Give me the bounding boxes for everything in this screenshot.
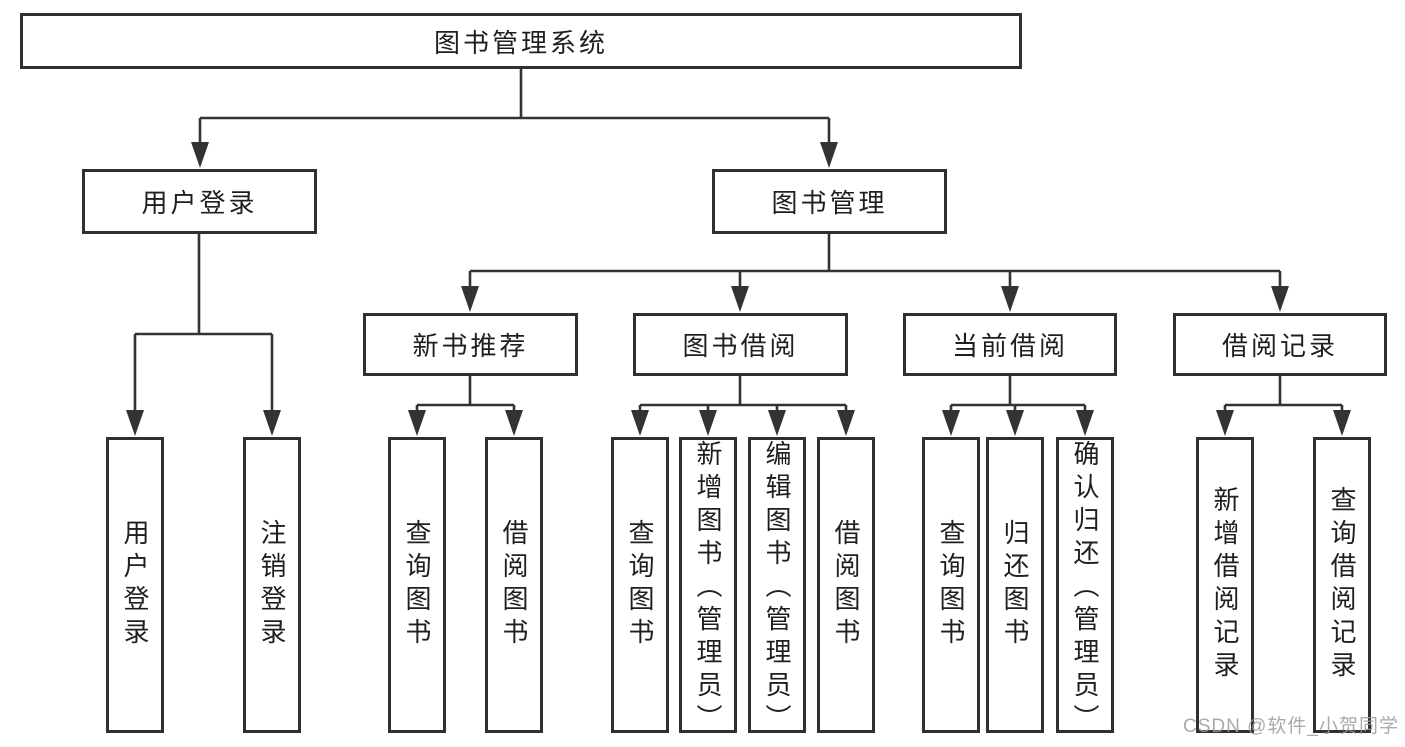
leaf-query-books-recommend-label: 查询图书 — [402, 519, 432, 651]
node-book-borrowing: 图书借阅 — [633, 313, 848, 376]
leaf-borrow-books-recommend-label: 借阅图书 — [499, 519, 529, 651]
leaf-user-login-label: 用户登录 — [120, 519, 150, 651]
leaf-logout: 注销登录 — [243, 437, 301, 733]
leaf-query-books-borrow: 查询图书 — [611, 437, 669, 733]
leaf-edit-book-admin: 编辑图书（管理员） — [748, 437, 806, 737]
leaf-confirm-return-admin: 确认归还（管理员） — [1056, 437, 1114, 737]
connector-paths — [133, 69, 1344, 412]
leaf-add-borrow-record: 新增借阅记录 — [1196, 437, 1254, 733]
node-library-system: 图书管理系统 — [20, 13, 1022, 69]
leaf-return-book-label: 归还图书 — [1000, 519, 1030, 651]
leaf-logout-label: 注销登录 — [257, 519, 287, 651]
leaf-add-borrow-record-label: 新增借阅记录 — [1210, 486, 1240, 684]
node-book-management-label: 图书管理 — [771, 188, 888, 218]
node-current-borrowing-label: 当前借阅 — [951, 331, 1068, 361]
node-current-borrowing: 当前借阅 — [903, 313, 1117, 376]
node-book-borrowing-label: 图书借阅 — [682, 331, 799, 361]
watermark: CSDN @软件_小贺同学 — [1183, 716, 1399, 737]
node-borrowing-records-label: 借阅记录 — [1221, 331, 1338, 361]
node-user-login: 用户登录 — [82, 169, 317, 234]
node-new-book-recommendation: 新书推荐 — [363, 313, 578, 376]
leaf-add-book-admin: 新增图书（管理员） — [679, 437, 737, 737]
leaf-confirm-return-admin-label: 确认归还（管理员） — [1070, 440, 1100, 737]
arrowheads — [126, 142, 1351, 436]
leaf-query-books-current: 查询图书 — [922, 437, 980, 733]
node-book-management: 图书管理 — [712, 169, 947, 234]
leaf-query-borrow-record-label: 查询借阅记录 — [1327, 486, 1357, 684]
leaf-add-book-admin-label: 新增图书（管理员） — [693, 440, 723, 737]
leaf-query-books-current-label: 查询图书 — [936, 519, 966, 651]
leaf-query-books-recommend: 查询图书 — [388, 437, 446, 733]
leaf-borrow-books-recommend: 借阅图书 — [485, 437, 543, 733]
node-library-system-label: 图书管理系统 — [433, 27, 608, 58]
leaf-edit-book-admin-label: 编辑图书（管理员） — [762, 440, 792, 737]
leaf-return-book: 归还图书 — [986, 437, 1044, 733]
leaf-borrow-books-borrow: 借阅图书 — [817, 437, 875, 733]
leaf-query-books-borrow-label: 查询图书 — [625, 519, 655, 651]
leaf-user-login: 用户登录 — [106, 437, 164, 733]
leaf-query-borrow-record: 查询借阅记录 — [1313, 437, 1371, 733]
node-user-login-label: 用户登录 — [141, 188, 258, 218]
leaf-borrow-books-borrow-label: 借阅图书 — [831, 519, 861, 651]
node-new-book-recommendation-label: 新书推荐 — [412, 331, 529, 361]
node-borrowing-records: 借阅记录 — [1173, 313, 1387, 376]
